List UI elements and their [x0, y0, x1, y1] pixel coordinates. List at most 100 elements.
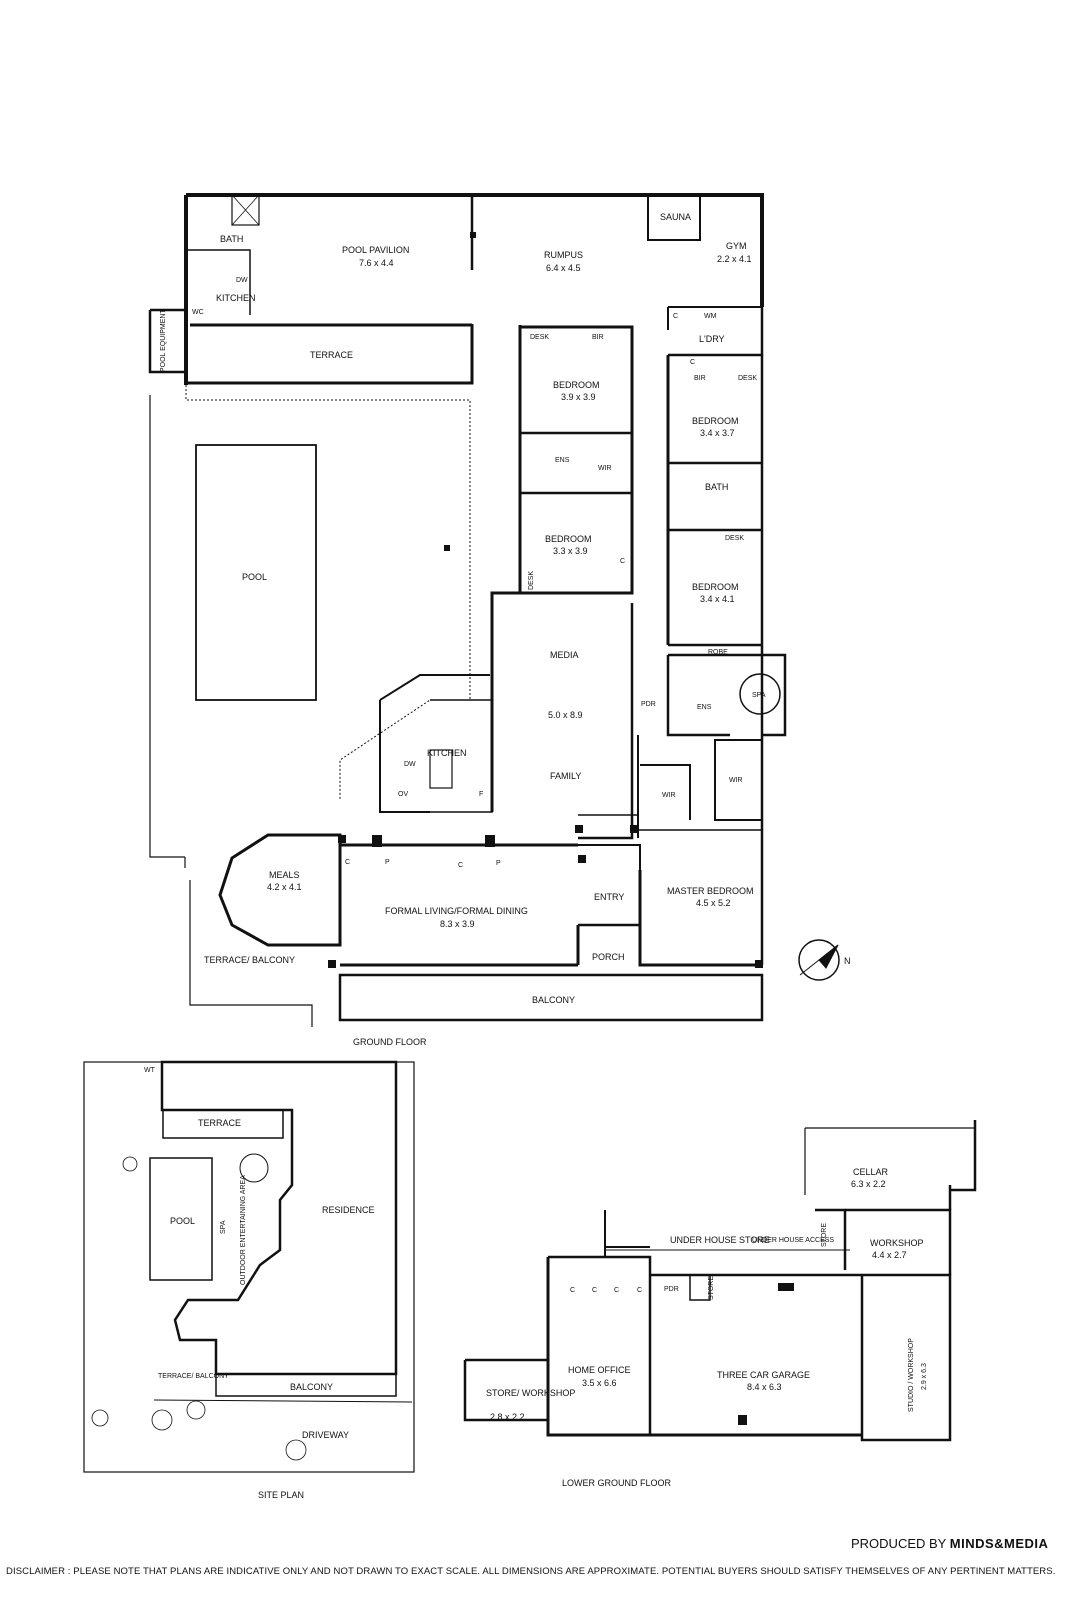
- fixture-dw2: DW: [404, 761, 416, 768]
- fixture-p-1: P: [385, 859, 390, 866]
- lower-c-2: C: [592, 1287, 597, 1294]
- room-formal-label: FORMAL LIVING/FORMAL DINING: [385, 906, 528, 916]
- fixture-ov: OV: [398, 791, 408, 798]
- room-wir1-label: WIR: [598, 465, 612, 472]
- fixture-dw1: DW: [236, 277, 248, 284]
- room-home-office-label: HOME OFFICE: [568, 1365, 631, 1375]
- room-pool-label: POOL: [242, 572, 267, 582]
- room-bedroom2-label: BEDROOM: [692, 416, 739, 426]
- room-master-dims: 4.5 x 5.2: [696, 898, 731, 908]
- site-spa-label: SPA: [220, 1220, 227, 1234]
- room-meals-dims: 4.2 x 4.1: [267, 882, 302, 892]
- room-media-label: MEDIA: [550, 650, 579, 660]
- room-store-workshop-dims: 2.8 x 2.2: [490, 1412, 525, 1422]
- site-plan-labels: WT TERRACE POOL SPA OUTDOOR ENTERTAINING…: [144, 1067, 375, 1500]
- room-store-workshop-label: STORE/ WORKSHOP: [486, 1388, 575, 1398]
- room-ens1-label: ENS: [555, 457, 570, 464]
- room-garage-dims: 8.4 x 6.3: [747, 1382, 782, 1392]
- produced-by-label: PRODUCED BY: [851, 1536, 947, 1551]
- fixture-bir-1: BIR: [592, 334, 604, 341]
- room-meals-label: MEALS: [269, 870, 300, 880]
- room-bedroom3-label: BEDROOM: [545, 534, 592, 544]
- fixture-c-2: C: [690, 359, 695, 366]
- fixture-c-5: C: [458, 862, 463, 869]
- disclaimer: DISCLAIMER : PLEASE NOTE THAT PLANS ARE …: [6, 1566, 1056, 1577]
- room-entry-label: ENTRY: [594, 892, 624, 902]
- room-bath1-label: BATH: [220, 234, 243, 244]
- room-porch-label: PORCH: [592, 952, 625, 962]
- lower-c-3: C: [614, 1287, 619, 1294]
- fixture-c-1: C: [673, 313, 678, 320]
- brand-logo: MINDS&MEDIA: [949, 1536, 1049, 1551]
- produced-by: PRODUCED BY MINDS&MEDIA: [851, 1536, 1048, 1551]
- room-ldry-label: L'DRY: [699, 334, 725, 344]
- site-pool-label: POOL: [170, 1216, 195, 1226]
- fixture-wc1: WC: [192, 309, 204, 316]
- lower-ground-floor-plan: [463, 1120, 977, 1442]
- fixture-desk-3: DESK: [725, 535, 744, 542]
- room-rumpus-label: RUMPUS: [544, 250, 583, 260]
- ground-floor-plan: [148, 193, 840, 1027]
- room-family-label: FAMILY: [550, 771, 581, 781]
- room-gym-label: GYM: [726, 241, 747, 251]
- site-balcony-label: BALCONY: [290, 1382, 333, 1392]
- lower-ground-title: LOWER GROUND FLOOR: [562, 1478, 672, 1488]
- room-bedroom4-label: BEDROOM: [692, 582, 739, 592]
- room-terrace-balcony-label: TERRACE/ BALCONY: [204, 955, 295, 965]
- site-terrace-label: TERRACE: [198, 1118, 241, 1128]
- room-media-dims: 5.0 x 8.9: [548, 710, 583, 720]
- room-cellar-label: CELLAR: [853, 1167, 889, 1177]
- room-sauna-label: SAUNA: [660, 212, 691, 222]
- room-bedroom3-dims: 3.3 x 3.9: [553, 546, 588, 556]
- fixture-robe: ROBE: [708, 649, 728, 656]
- room-store-s-label: STORE: [708, 1276, 715, 1300]
- room-pdr-label: PDR: [664, 1286, 679, 1293]
- lower-c-1: C: [570, 1287, 575, 1294]
- room-pdr1-label: PDR: [641, 701, 656, 708]
- room-wir2-label: WIR: [662, 792, 676, 799]
- fixture-f: F: [479, 791, 483, 798]
- site-plan: [83, 1060, 415, 1473]
- site-residence-label: RESIDENCE: [322, 1205, 375, 1215]
- room-rumpus-dims: 6.4 x 4.5: [546, 263, 581, 273]
- fixture-desk-4: DESK: [528, 571, 535, 590]
- lower-ground-labels: CELLAR 6.3 x 2.2 UNDER HOUSE STORE UNDER…: [486, 1167, 928, 1488]
- room-spa-label: SPA: [752, 692, 766, 699]
- fixture-c-3: C: [620, 558, 625, 565]
- room-cellar-dims: 6.3 x 2.2: [851, 1179, 886, 1189]
- room-balcony1-label: BALCONY: [532, 995, 575, 1005]
- site-plan-title: SITE PLAN: [258, 1490, 304, 1500]
- room-bedroom1-dims: 3.9 x 3.9: [561, 392, 596, 402]
- room-bedroom4-dims: 3.4 x 4.1: [700, 594, 735, 604]
- room-bedroom1-label: BEDROOM: [553, 380, 600, 390]
- site-terrace-balcony-label: TERRACE/ BALCONY: [158, 1373, 229, 1380]
- room-terrace1-label: TERRACE: [310, 350, 353, 360]
- fixture-c-4: C: [345, 859, 350, 866]
- fixture-desk-1: DESK: [530, 334, 549, 341]
- room-workshop-label: WORKSHOP: [870, 1238, 924, 1248]
- ground-floor-title: GROUND FLOOR: [353, 1037, 427, 1047]
- room-wir3-label: WIR: [729, 777, 743, 784]
- room-bath2-label: BATH: [705, 482, 728, 492]
- room-formal-dims: 8.3 x 3.9: [440, 919, 475, 929]
- room-kitchen1-label: KITCHEN: [216, 293, 256, 303]
- room-kitchen2-label: KITCHEN: [427, 748, 467, 758]
- room-under-access-label: UNDER HOUSE ACCESS: [752, 1237, 834, 1244]
- room-home-office-dims: 3.5 x 6.6: [582, 1378, 617, 1388]
- site-outdoor-label: OUTDOOR ENTERTAINING AREA: [240, 1175, 247, 1285]
- room-pool-pavilion-label: POOL PAVILION: [342, 245, 409, 255]
- room-pool-equipment-label: POOL EQUIPMENT: [160, 309, 167, 372]
- room-master-label: MASTER BEDROOM: [667, 886, 754, 896]
- room-studio-label: STUDIO / WORKSHOP: [908, 1338, 915, 1412]
- room-garage-label: THREE CAR GARAGE: [717, 1370, 810, 1380]
- north-arrow-label: N: [844, 956, 851, 966]
- fixture-p-2: P: [496, 860, 501, 867]
- fixture-bir-2: BIR: [694, 375, 706, 382]
- site-wt-label: WT: [144, 1067, 156, 1074]
- room-studio-dims: 2.9 x 6.3: [921, 1363, 928, 1390]
- room-store-v-label: STORE: [821, 1223, 828, 1247]
- room-ens2-label: ENS: [697, 704, 712, 711]
- lower-c-4: C: [637, 1287, 642, 1294]
- ground-floor-labels: BATH POOL PAVILION 7.6 x 4.4 KITCHEN DW …: [160, 212, 851, 1047]
